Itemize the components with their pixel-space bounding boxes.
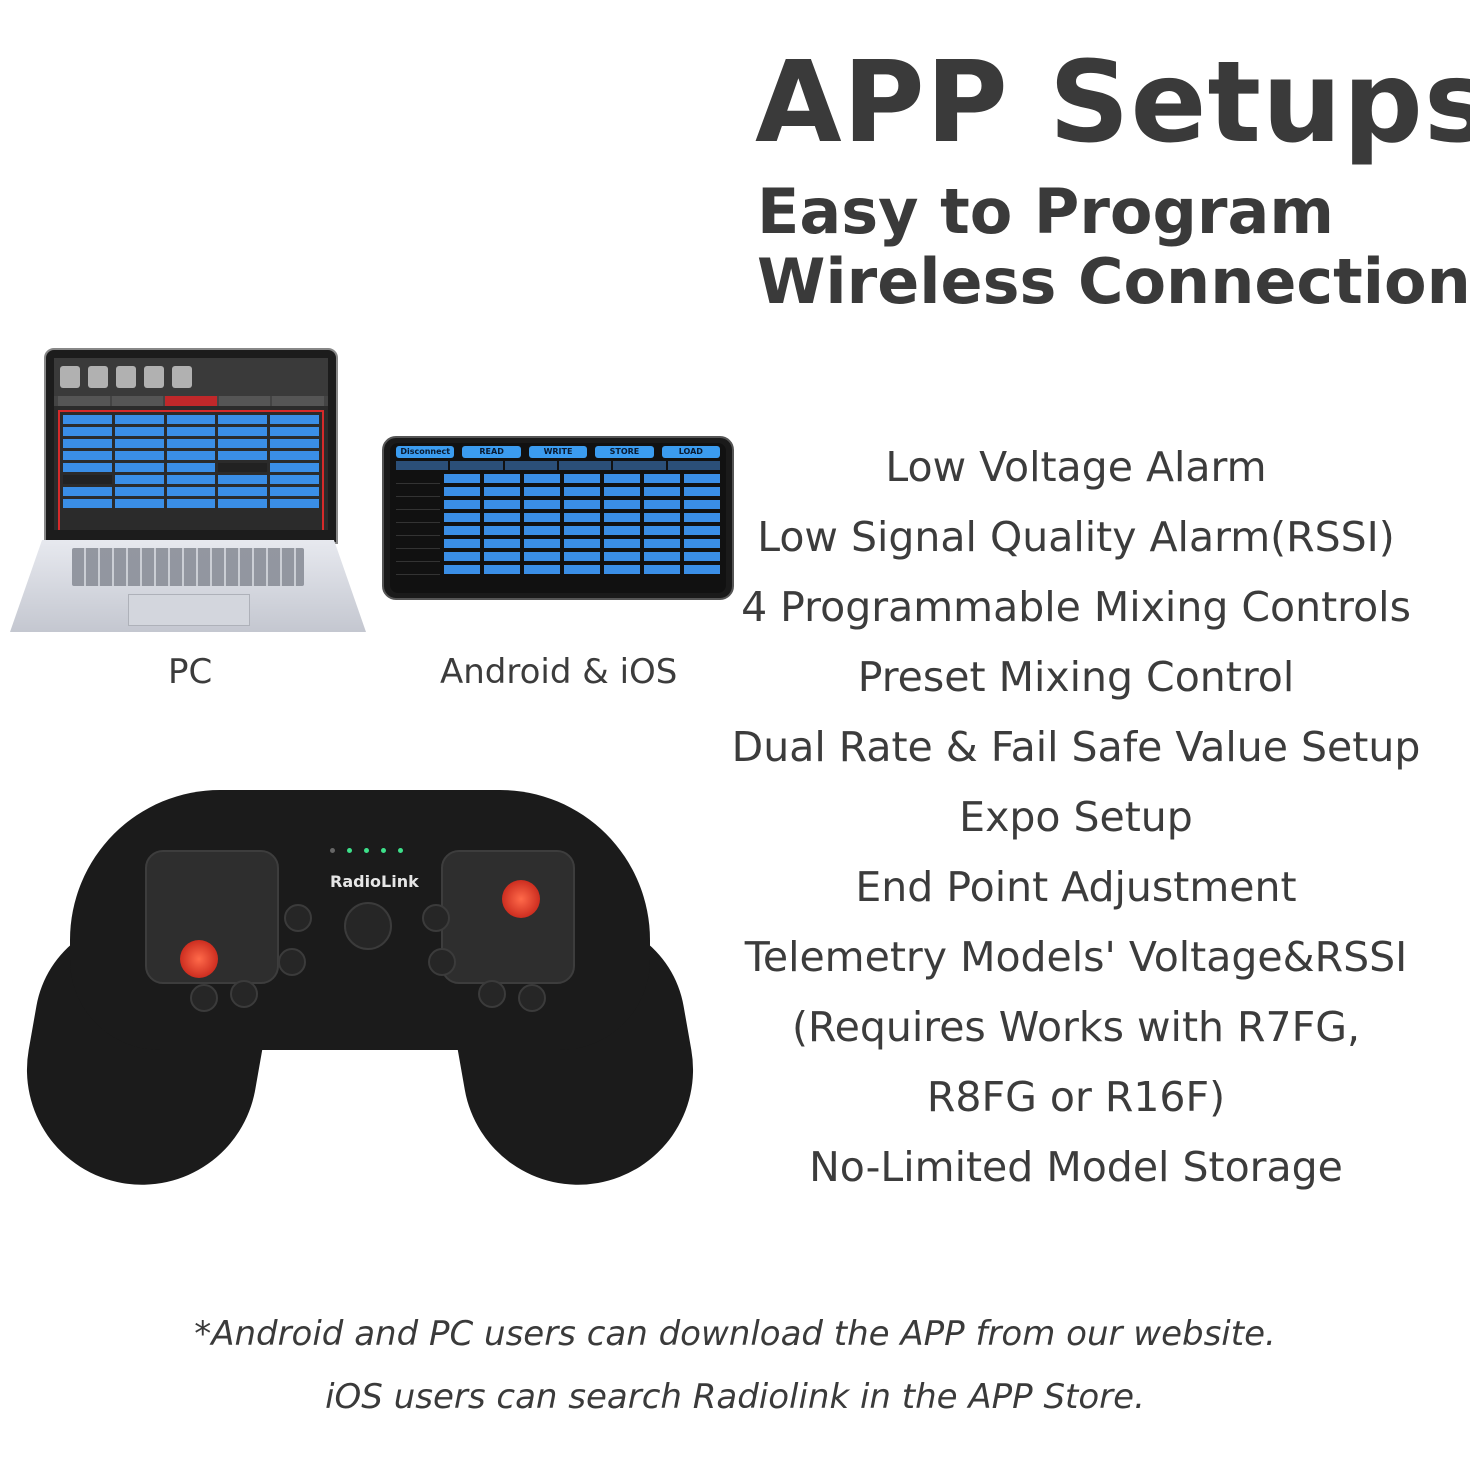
laptop-keyboard	[72, 548, 304, 586]
mobile-app-tabs	[390, 461, 726, 470]
write-icon	[116, 366, 136, 388]
footnote-ios-store: iOS users can search Radiolink in the AP…	[325, 1377, 1145, 1417]
status-leds	[330, 848, 403, 853]
feature-item: Preset Mixing Control	[857, 653, 1295, 701]
phone-image: Disconnect READ WRITE STORE LOAD	[382, 436, 734, 600]
caption-android-ios: Android & iOS	[440, 652, 678, 692]
controller-button-icon	[422, 904, 450, 932]
subtitle-wireless: Wireless Connection	[757, 245, 1470, 318]
controller-button-icon	[278, 948, 306, 976]
load-button: LOAD	[661, 446, 721, 458]
load-icon	[88, 366, 108, 388]
mobile-app-toolbar: Disconnect READ WRITE STORE LOAD	[390, 443, 726, 461]
pc-app-screen	[54, 358, 328, 530]
feature-item: Low Voltage Alarm	[885, 443, 1267, 491]
controller-button-icon	[190, 984, 218, 1012]
controller-button-icon	[230, 980, 258, 1008]
feature-item: R8FG or R16F)	[926, 1073, 1226, 1121]
feature-item: Expo Setup	[959, 793, 1193, 841]
laptop-lid	[44, 348, 338, 544]
feature-item: No-Limited Model Storage	[809, 1143, 1343, 1191]
reset-icon	[172, 366, 192, 388]
right-stick-icon	[502, 880, 540, 918]
feature-item: Telemetry Models' Voltage&RSSI	[744, 933, 1408, 981]
laptop-touchpad	[128, 594, 250, 626]
controller-button-icon	[428, 948, 456, 976]
controller-button-icon	[284, 904, 312, 932]
controller-button-icon	[478, 980, 506, 1008]
feature-list: Low Voltage Alarm Low Signal Quality Ala…	[730, 436, 1422, 1206]
controller-button-icon	[518, 984, 546, 1012]
pc-app-tabs	[54, 396, 328, 406]
feature-item: 4 Programmable Mixing Controls	[741, 583, 1411, 631]
controller-brand-logo: RadioLink	[330, 872, 419, 891]
laptop-image	[10, 348, 366, 638]
left-stick-icon	[180, 940, 218, 978]
subtitle-easy-program: Easy to Program	[757, 175, 1334, 248]
disconnect-button: Disconnect	[396, 446, 455, 458]
page-title: APP Setups	[755, 38, 1470, 168]
pc-app-toolbar	[54, 358, 328, 396]
feature-item: Dual Rate & Fail Safe Value Setup	[731, 723, 1421, 771]
mobile-app-screen: Disconnect READ WRITE STORE LOAD	[390, 443, 726, 593]
right-stick-well	[441, 850, 575, 984]
feature-item: End Point Adjustment	[855, 863, 1297, 911]
feature-item: (Requires Works with R7FG,	[791, 1003, 1361, 1051]
footnote-download: *Android and PC users can download the A…	[194, 1314, 1276, 1354]
read-icon	[60, 366, 80, 388]
power-button-icon	[344, 902, 392, 950]
save-icon	[144, 366, 164, 388]
mobile-app-servo-grid	[396, 474, 720, 575]
feature-item: Low Signal Quality Alarm(RSSI)	[757, 513, 1395, 561]
pc-app-settings-panel	[58, 410, 324, 530]
transmitter-controller-image: RadioLink	[8, 780, 712, 1203]
caption-pc: PC	[168, 652, 213, 692]
write-button: WRITE	[528, 446, 588, 458]
read-button: READ	[462, 446, 521, 458]
store-button: STORE	[595, 446, 654, 458]
